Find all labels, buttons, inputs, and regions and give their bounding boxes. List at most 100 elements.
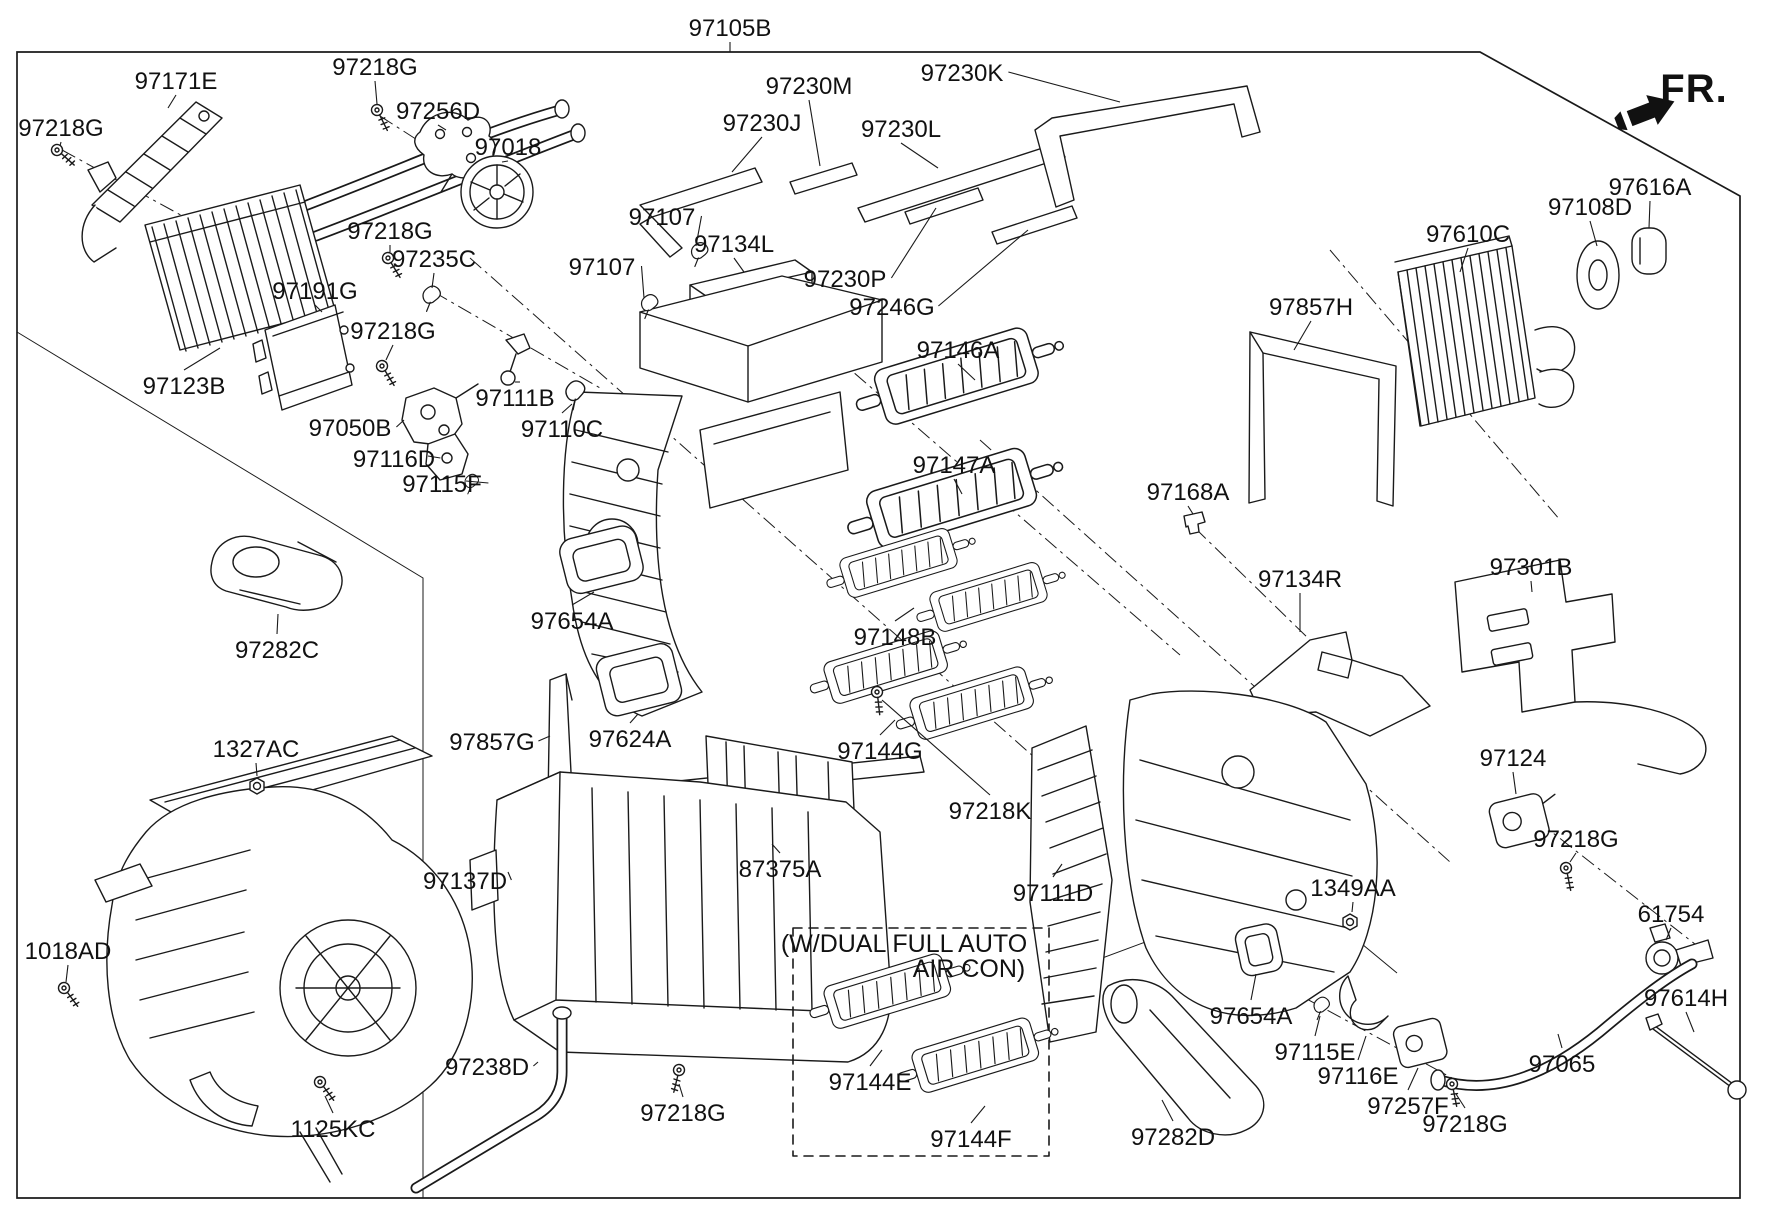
part-art-screw-97218G-4 bbox=[370, 357, 404, 388]
part-label-97230L-21: 97230L bbox=[861, 116, 941, 143]
part-label-97115E-49-leader bbox=[1314, 1015, 1321, 1037]
part-art-screw-97218G-1 bbox=[47, 142, 80, 168]
part-label-97116E-50-leader bbox=[1357, 1035, 1367, 1061]
part-art-seal-strips-97230 bbox=[639, 85, 1261, 258]
part-art-ptc-heater-97191G bbox=[252, 304, 355, 411]
part-label-97110C-12: 97110C bbox=[521, 416, 603, 443]
part-label-61754-47-leader bbox=[1665, 927, 1672, 941]
part-label-97857G-31-leader bbox=[538, 735, 551, 742]
part-label-97144E-60-leader bbox=[869, 1049, 883, 1067]
part-label-97624A-30: 97624A bbox=[589, 726, 672, 753]
part-label-97146A-24-leader bbox=[957, 363, 976, 381]
part-label-97116E-50: 97116E bbox=[1318, 1063, 1399, 1090]
part-art-bracket-97116E bbox=[1339, 975, 1389, 1031]
part-art-lower-case-97137D bbox=[469, 771, 892, 1063]
part-label-97257F-51: 97257F bbox=[1367, 1093, 1448, 1120]
part-label-97282D-55-leader bbox=[1161, 1099, 1174, 1122]
part-art-clip-97235C bbox=[422, 285, 441, 312]
part-label-61754-47: 61754 bbox=[1638, 901, 1705, 928]
part-label-97111B-11: 97111B bbox=[475, 385, 554, 412]
part-label-97107-16: 97107 bbox=[569, 254, 636, 281]
part-label-97230K-20-leader bbox=[1008, 71, 1121, 103]
part-label-97257F-51-leader bbox=[1407, 1067, 1419, 1091]
part-label-97218G-2-leader bbox=[374, 80, 378, 105]
part-label-1018AD-56: 1018AD bbox=[25, 938, 112, 965]
part-label-97218G-59: 97218G bbox=[640, 1100, 725, 1127]
part-label-97144G-27: 97144G bbox=[837, 738, 922, 765]
part-art-actuator-97124 bbox=[1488, 793, 1556, 849]
part-label-87375A-34: 87375A bbox=[739, 856, 822, 883]
part-label-97218G-0: 97218G bbox=[18, 115, 103, 142]
part-label-97116D-13: 97116D bbox=[353, 446, 435, 473]
part-label-97301B-43: 97301B bbox=[1490, 554, 1573, 581]
part-label-1125KC-57: 1125KC bbox=[291, 1116, 376, 1143]
part-art-screw-97218G-2 bbox=[365, 101, 398, 133]
part-label-97147A-25-leader bbox=[953, 478, 963, 495]
part-label-97654A-48: 97654A bbox=[1210, 1003, 1293, 1030]
part-label-97616A-40-leader bbox=[1648, 200, 1651, 229]
part-art-cover-97857H bbox=[1248, 331, 1397, 507]
part-label-97148B-26: 97148B bbox=[854, 624, 937, 651]
part-art-assembled-unit bbox=[94, 735, 473, 1183]
part-label-97191G-7-leader bbox=[314, 304, 323, 313]
part-label-97134R-42: 97134R bbox=[1258, 566, 1342, 593]
part-label-97108D-39: 97108D bbox=[1548, 194, 1632, 221]
part-art-bracket-97171E bbox=[81, 101, 223, 263]
part-artwork bbox=[47, 85, 1747, 1194]
part-label-97246G-23-leader bbox=[938, 229, 1029, 307]
part-label-97230P-22-leader bbox=[890, 207, 937, 279]
part-label-97610C-38-leader bbox=[1459, 247, 1469, 273]
part-label-97282C-29-leader bbox=[276, 613, 279, 635]
part-label-97624A-30-leader bbox=[629, 713, 639, 724]
assembly-label-97105B: 97105B bbox=[689, 15, 772, 42]
part-art-door-97148B bbox=[820, 519, 1072, 639]
part-label-97111D-36-leader bbox=[1052, 863, 1063, 878]
part-label-97050B-10: 97050B bbox=[309, 415, 392, 442]
part-label-97218G-2: 97218G bbox=[332, 54, 417, 81]
part-label-97218G-5: 97218G bbox=[347, 218, 432, 245]
part-art-gasket-97624A bbox=[595, 643, 683, 717]
part-label-97107-16-leader bbox=[640, 265, 645, 299]
part-label-1327AC-32: 1327AC bbox=[213, 736, 300, 763]
part-label-1349AA-46: 1349AA bbox=[1310, 875, 1395, 902]
part-label-97144G-27-leader bbox=[879, 719, 896, 736]
part-art-grommet-97108D bbox=[1576, 240, 1620, 310]
part-label-97218G-8: 97218G bbox=[350, 318, 435, 345]
part-art-actuator-97257F bbox=[1392, 1017, 1448, 1069]
part-label-97230L-21-leader bbox=[900, 142, 939, 169]
part-label-97301B-43-leader bbox=[1530, 580, 1533, 593]
part-label-97218G-59-leader bbox=[678, 1083, 684, 1098]
part-art-main-case bbox=[562, 275, 883, 717]
part-label-97246G-23: 97246G bbox=[849, 294, 934, 321]
part-label-97137D-33-leader bbox=[507, 871, 512, 881]
part-label-87375A-34-leader bbox=[771, 843, 781, 854]
part-label-97124-44: 97124 bbox=[1480, 745, 1547, 772]
part-art-pad-97616A bbox=[1631, 227, 1667, 275]
part-art-gasket-97654A-left bbox=[559, 525, 644, 595]
part-label-97230P-22: 97230P bbox=[804, 266, 887, 293]
part-art-cam-disc-97018 bbox=[460, 155, 534, 229]
part-label-97230J-18: 97230J bbox=[723, 110, 802, 137]
part-art-right-case bbox=[1029, 690, 1378, 1043]
part-label-97146A-24: 97146A bbox=[917, 337, 1000, 364]
part-label-97065-54-leader bbox=[1557, 1033, 1563, 1049]
part-art-bracket-97301B bbox=[1454, 559, 1707, 775]
part-label-97171E-1-leader bbox=[167, 94, 177, 109]
part-art-pipe-97614H bbox=[1645, 1013, 1747, 1100]
part-label-97107-15-leader bbox=[695, 215, 703, 247]
part-label-97614H-53: 97614H bbox=[1644, 985, 1728, 1012]
part-art-screw-97218G-7 bbox=[667, 1062, 689, 1094]
part-label-97171E-1: 97171E bbox=[135, 68, 218, 95]
part-label-97107-15: 97107 bbox=[629, 204, 696, 231]
dual-aircon-option-box bbox=[792, 927, 1065, 1157]
part-art-gasket-97654A-right bbox=[1234, 923, 1284, 977]
part-label-97168A-41: 97168A bbox=[1147, 479, 1230, 506]
part-label-97256D-3-leader bbox=[437, 124, 447, 131]
part-label-97123B-9: 97123B bbox=[143, 373, 226, 400]
part-label-97654A-28: 97654A bbox=[531, 608, 614, 635]
part-label-97230K-20: 97230K bbox=[921, 60, 1004, 87]
fr-direction-arrow-icon bbox=[1614, 95, 1675, 131]
